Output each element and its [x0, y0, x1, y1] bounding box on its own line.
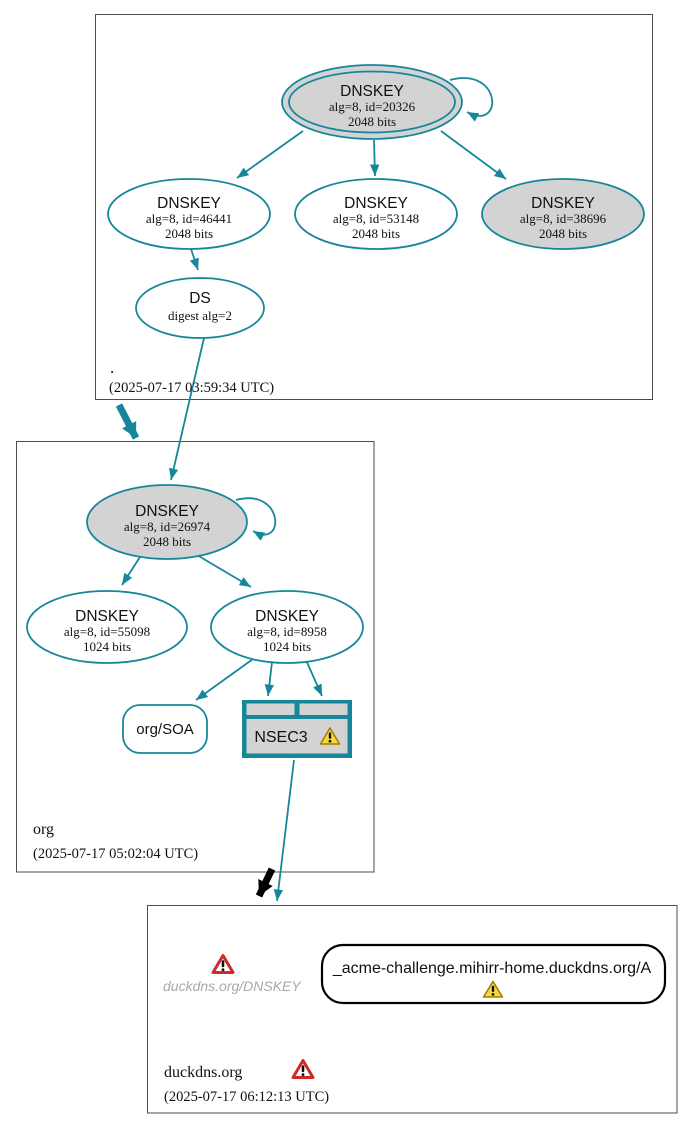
- edge-nsec3-duckdns: [273, 759, 295, 902]
- zone-label-root: .: [110, 358, 114, 377]
- node-acme-challenge-a[interactable]: _acme-challenge.mihirr-home.duckdns.org/…: [320, 943, 667, 1005]
- dnskey-ellipse: [481, 178, 645, 250]
- nsec3-label: NSEC3: [254, 729, 307, 746]
- dnskey-bits: 2048 bits: [143, 534, 191, 549]
- dnskey-title: DNSKEY: [75, 608, 139, 625]
- edge-ksk26974-key8958: [196, 554, 252, 588]
- dnskey-title: DNSKEY: [135, 503, 199, 520]
- dnskey-bits: 2048 bits: [352, 226, 400, 241]
- zone-timestamp-org: (2025-07-17 05:02:04 UTC): [33, 846, 198, 862]
- zone-timestamp-duckdns: (2025-07-17 06:12:13 UTC): [164, 1089, 329, 1105]
- dnskey-alg-id: alg=8, id=53148: [333, 211, 419, 226]
- dnskey-title: DNSKEY: [531, 195, 595, 212]
- zone-box-duckdns: [147, 905, 678, 1114]
- node-dnskey-46441[interactable]: DNSKEY alg=8, id=46441 2048 bits: [107, 178, 271, 250]
- warning-icon: [319, 727, 341, 745]
- dnskey-bits: 2048 bits: [539, 226, 587, 241]
- edge-ksk20326-key38696: [440, 130, 507, 180]
- dnskey-alg-id: alg=8, id=26974: [124, 519, 211, 534]
- edge-org-duckdns-delegation: [255, 867, 276, 898]
- dnskey-alg-id: alg=8, id=46441: [146, 211, 232, 226]
- dnskey-ellipse: [294, 178, 458, 250]
- dnskey-alg-id: alg=8, id=8958: [247, 624, 327, 639]
- ds-title: DS: [189, 290, 211, 307]
- dnskey-bits: 1024 bits: [83, 639, 131, 654]
- dnskey-title: DNSKEY: [340, 83, 404, 100]
- soa-label: org/SOA: [136, 721, 194, 738]
- node-dnskey-20326[interactable]: DNSKEY alg=8, id=20326 2048 bits: [281, 64, 463, 140]
- zone-label-duckdns: duckdns.org: [164, 1064, 242, 1081]
- dnskey-bits: 2048 bits: [348, 114, 396, 129]
- dnskey-title: DNSKEY: [344, 195, 408, 212]
- node-dnskey-55098[interactable]: DNSKEY alg=8, id=55098 1024 bits: [26, 590, 188, 664]
- node-dnskey-53148[interactable]: DNSKEY alg=8, id=53148 2048 bits: [294, 178, 458, 250]
- edge-ksk26974-selfloop: [235, 497, 277, 541]
- edge-root-org-delegation: [115, 403, 140, 440]
- edge-key8958-soa: [195, 658, 254, 701]
- dnskey-alg-id: alg=8, id=38696: [520, 211, 607, 226]
- dnskey-ellipse: [86, 484, 248, 560]
- ds-digest: digest alg=2: [168, 308, 232, 323]
- dnskey-ellipse: [210, 590, 364, 664]
- warning-icon: [482, 980, 504, 998]
- edge-key8958-nsec3-a: [264, 661, 275, 697]
- edge-ksk20326-key53148: [369, 139, 380, 177]
- nsec3-header-cell-left: [246, 703, 295, 715]
- ksk-inner-ellipse: [288, 70, 456, 134]
- error-icon: [211, 954, 235, 974]
- edge-ksk20326-selfloop: [449, 77, 494, 122]
- dnskey-alg-id: alg=8, id=20326: [329, 99, 416, 114]
- nsec3-header-cell-right: [299, 703, 348, 715]
- edge-ksk20326-key46441: [236, 130, 304, 179]
- ds-ellipse: [135, 277, 265, 339]
- error-icon: [291, 1059, 315, 1079]
- node-nsec3[interactable]: NSEC3: [242, 700, 352, 758]
- node-ds[interactable]: DS digest alg=2: [135, 277, 265, 339]
- dnskey-bits: 1024 bits: [263, 639, 311, 654]
- edge-ksk26974-key55098: [121, 556, 141, 586]
- dnskey-title: DNSKEY: [255, 608, 319, 625]
- node-dnskey-26974[interactable]: DNSKEY alg=8, id=26974 2048 bits: [86, 484, 248, 560]
- missing-dnskey-indicator[interactable]: duckdns.org/DNSKEY: [163, 954, 302, 995]
- node-dnskey-38696[interactable]: DNSKEY alg=8, id=38696 2048 bits: [481, 178, 645, 250]
- node-org-soa[interactable]: org/SOA: [122, 704, 208, 754]
- zone-label-org: org: [33, 821, 54, 838]
- edge-key46441-ds: [189, 248, 199, 271]
- dnskey-title: DNSKEY: [157, 195, 221, 212]
- dnskey-ellipse: [107, 178, 271, 250]
- node-dnskey-8958[interactable]: DNSKEY alg=8, id=8958 1024 bits: [210, 590, 364, 664]
- dnskey-alg-id: alg=8, id=55098: [64, 624, 150, 639]
- zone-timestamp-root: (2025-07-17 03:59:34 UTC): [109, 380, 274, 396]
- edge-key8958-nsec3-b: [305, 659, 323, 697]
- dnskey-ellipse: [26, 590, 188, 664]
- acme-label: _acme-challenge.mihirr-home.duckdns.org/…: [332, 960, 652, 977]
- missing-dnskey-label: duckdns.org/DNSKEY: [163, 978, 302, 994]
- acme-rect: [320, 943, 667, 1005]
- dnskey-bits: 2048 bits: [165, 226, 213, 241]
- edge-ds-ksk26974: [169, 337, 205, 481]
- soa-rect: [122, 704, 208, 754]
